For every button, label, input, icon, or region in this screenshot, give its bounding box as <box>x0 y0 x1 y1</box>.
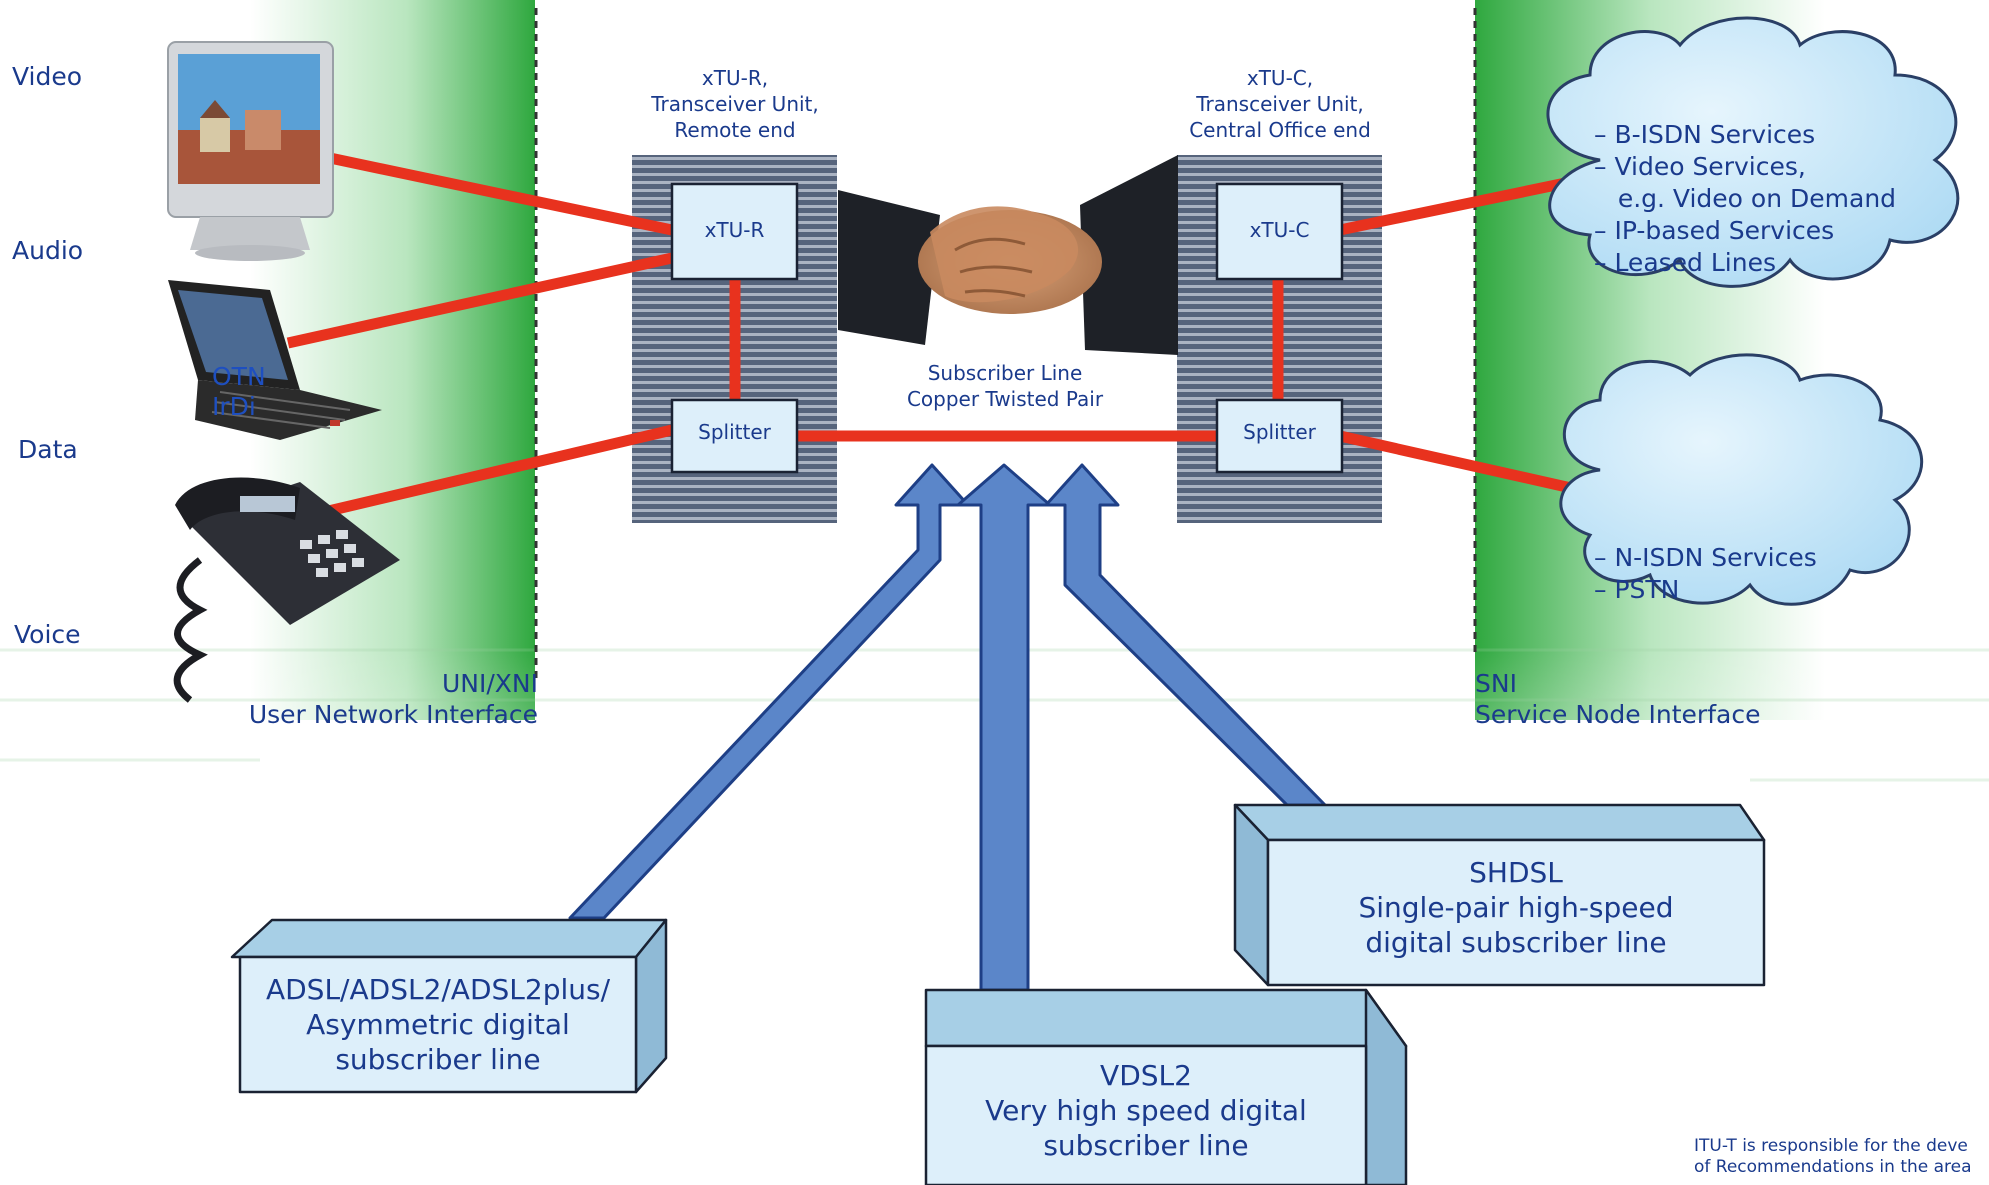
splitter-right-label: Splitter <box>1243 420 1316 444</box>
xtu-r-label: xTU-R <box>704 218 765 242</box>
xtu-c-caption: xTU-C,Transceiver Unit,Central Office en… <box>1189 66 1371 142</box>
telephone-icon <box>173 477 400 703</box>
shdsl-box <box>1233 803 1766 987</box>
red-connection-lines <box>286 152 1582 519</box>
label-audio: Audio <box>12 236 84 265</box>
unit-boxes <box>670 182 1344 474</box>
label-video: Video <box>12 62 83 91</box>
xtu-r-caption: xTU-R,Transceiver Unit,Remote end <box>651 66 819 142</box>
cloud-top-list: – B-ISDN Services– Video Services, e.g. … <box>1594 120 1897 277</box>
label-voice: Voice <box>14 620 81 649</box>
technology-arrows <box>568 463 1327 992</box>
monitor-icon <box>167 41 334 261</box>
overlay-irdi: IrDi <box>212 392 256 421</box>
laptop-icon <box>168 280 382 440</box>
splitter-left-label: Splitter <box>698 420 771 444</box>
cloud-bottom-list: – N-ISDN Services– PSTN <box>1594 543 1817 604</box>
splitter-left-box <box>670 398 799 474</box>
vdsl-box <box>924 988 1408 1185</box>
adsl-box <box>230 918 668 1094</box>
xtu-r-box <box>670 182 799 281</box>
label-data: Data <box>18 435 78 464</box>
splitter-right-box <box>1215 398 1344 474</box>
handshake-image <box>838 155 1178 355</box>
cloud-broadband-services <box>1546 16 1960 288</box>
overlay-otn: OTN <box>212 362 266 391</box>
xtu-c-box <box>1215 182 1344 281</box>
cloud-narrowband-services <box>1559 353 1924 606</box>
xtu-c-label: xTU-C <box>1249 218 1310 242</box>
